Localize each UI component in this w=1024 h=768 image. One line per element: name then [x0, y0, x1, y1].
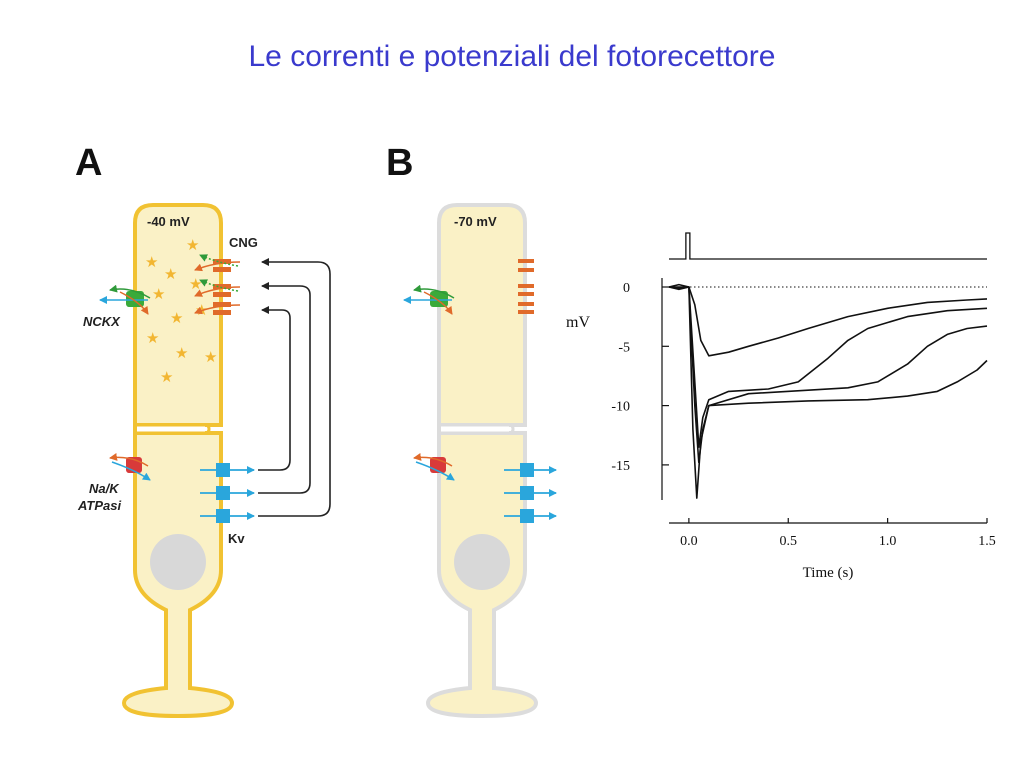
kv-efflux-arrows-b [504, 466, 557, 520]
x-tick-label: 0.0 [680, 534, 698, 549]
nckx-label: NCKX [83, 314, 121, 329]
voltage-a: -40 mV [147, 214, 190, 229]
x-axis-label: Time (s) [803, 565, 854, 581]
cng-channel [213, 267, 231, 272]
cng-channel-closed [518, 292, 534, 296]
cng-label: CNG [229, 235, 258, 250]
nckx-exchanger-b [430, 291, 448, 307]
cilium-notch-b [441, 423, 515, 435]
nucleus-b [454, 534, 510, 590]
nckx-arrows-b [403, 284, 455, 315]
cgmp-star: ★ [204, 349, 217, 366]
response-trace-2 [669, 286, 988, 448]
x-tick-label: 1.5 [978, 534, 996, 549]
panel-b: B -70 mV [386, 142, 557, 719]
cgmp-stars: ★ ★ ★ ★ ★ ★ ★ ★ ★ ★ ★ [145, 237, 217, 386]
cng-channel-closed [518, 310, 534, 314]
nckx-exchanger [126, 291, 144, 307]
y-tick-label: 0 [623, 281, 630, 296]
photovoltage-chart: 0 -5 -10 -15 0.0 0.5 1.0 1.5 mV Time (s) [566, 232, 996, 581]
dark-current-loops [258, 258, 331, 517]
response-trace-1 [668, 286, 988, 357]
pump-label-line1: Na/K [89, 481, 120, 496]
cgmp-star: ★ [160, 369, 173, 386]
slide-title: Le correnti e potenziali del fotorecetto… [248, 40, 776, 73]
cgmp-star: ★ [164, 266, 177, 283]
cilium-notch-a [137, 423, 211, 435]
panel-a: A -40 mV ★ ★ ★ ★ ★ ★ ★ ★ ★ ★ ★ CNG [75, 142, 331, 719]
nucleus-a [150, 534, 206, 590]
cng-channel [213, 310, 231, 315]
cgmp-star: ★ [170, 310, 183, 327]
kv-label: Kv [228, 531, 245, 546]
cgmp-star: ★ [186, 237, 199, 254]
cng-channels-a [213, 259, 231, 315]
cng-channel-closed [518, 284, 534, 288]
panel-a-label: A [75, 142, 102, 184]
voltage-b: -70 mV [454, 214, 497, 229]
cng-channel-closed [518, 268, 534, 272]
x-tick-label: 1.0 [879, 534, 897, 549]
response-trace-4 [668, 283, 988, 499]
pump-label-line2: ATPasi [77, 498, 121, 513]
cgmp-star: ★ [175, 345, 188, 362]
cng-channels-b [518, 259, 534, 314]
response-trace-3 [668, 286, 988, 464]
cgmp-star: ★ [152, 286, 165, 303]
cng-channel [213, 302, 231, 307]
pump-arrows [109, 453, 151, 481]
y-tick-label: -10 [611, 400, 630, 415]
cng-influx-arrows [194, 254, 241, 315]
cilium-gap-a [137, 426, 205, 432]
stimulus-trace [669, 232, 987, 260]
pump-arrows-b [413, 453, 455, 481]
kv-efflux-arrows [200, 466, 255, 520]
cng-channel [213, 259, 231, 264]
cilium-gap-b [441, 426, 509, 432]
cgmp-star: ★ [146, 330, 159, 347]
cng-channel [213, 284, 231, 289]
y-axis-label: mV [566, 314, 590, 331]
cgmp-star: ★ [145, 254, 158, 271]
cng-channel [213, 292, 231, 297]
cng-channel-closed [518, 259, 534, 263]
cgmp-star: ★ [189, 276, 202, 293]
y-tick-label: -5 [618, 340, 630, 355]
x-tick-label: 0.5 [780, 534, 798, 549]
y-tick-label: -15 [611, 459, 630, 474]
panel-b-label: B [386, 142, 413, 184]
cng-channel-closed [518, 302, 534, 306]
nckx-arrows [99, 284, 151, 315]
